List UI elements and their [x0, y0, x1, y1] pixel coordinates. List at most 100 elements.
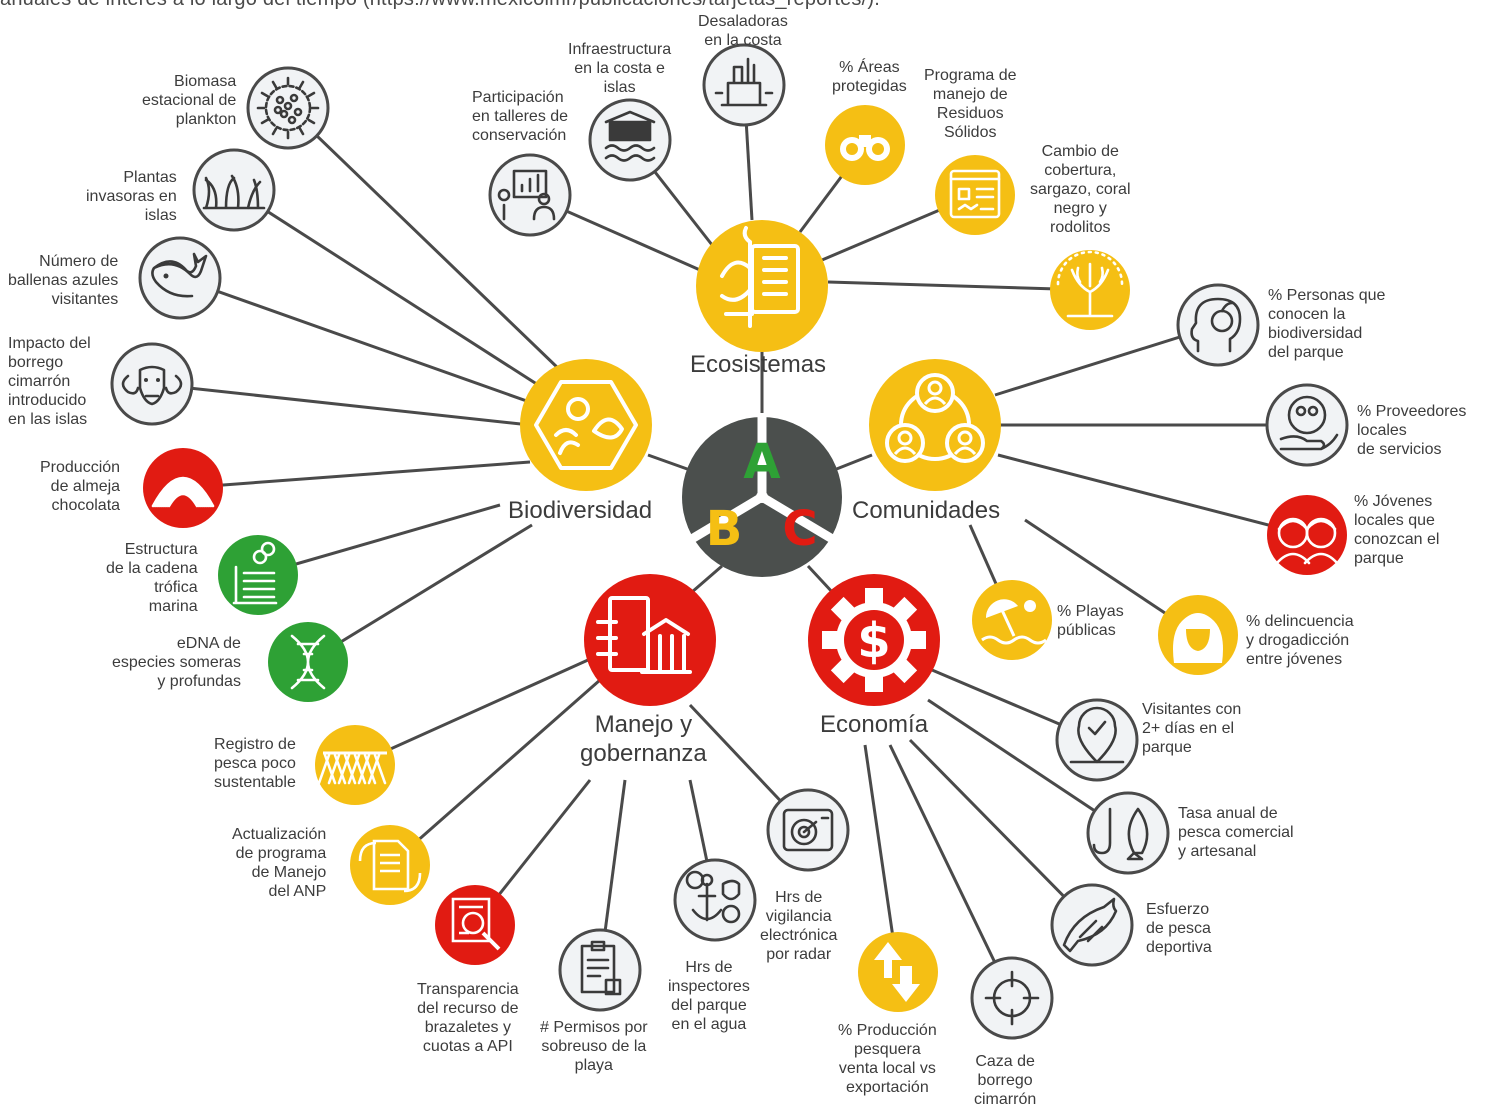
- indicator-label-line: Esfuerzo: [1146, 901, 1210, 918]
- indicator-label-line: # Permisos por: [540, 1019, 648, 1036]
- indicator-label-line: en talleres de: [472, 108, 569, 125]
- coral-tree-icon: [1050, 250, 1130, 330]
- connector-biomasa: [286, 106, 562, 372]
- location-pin-icon: [1055, 698, 1139, 782]
- indicator-label-line: inspectores: [668, 978, 750, 995]
- indicator-label-cobertura: Cambio de cobertura, sargazo, coral negro y…: [1030, 142, 1131, 237]
- indicator-label-line: de almeja: [50, 478, 121, 495]
- indicator-label-line: introducido: [8, 392, 87, 409]
- indicator-label-line: Plantas: [123, 169, 177, 186]
- radar-screen-icon: [766, 788, 850, 872]
- indicator-label-line: Tasa anual de: [1178, 805, 1278, 822]
- indicator-label-line: % Proveedores: [1357, 403, 1467, 420]
- document-search-icon: [435, 885, 515, 965]
- indicator-label-line: pesquera: [854, 1041, 921, 1058]
- indicator-label-line: Cambio de: [1041, 143, 1119, 160]
- biodiversidad-hub-icon: [520, 359, 652, 491]
- indicator-label-line: cobertura,: [1044, 162, 1117, 179]
- indicator-label-line: en la costa e: [574, 60, 665, 77]
- hand-people-icon: [1265, 383, 1349, 467]
- indicator-label-line: del ANP: [268, 883, 327, 900]
- hub-divider: [687, 493, 765, 544]
- indicator-label-line: cuotas a API: [422, 1038, 513, 1055]
- indicator-label-line: negro y: [1053, 200, 1107, 217]
- document-update-icon: [350, 825, 430, 905]
- indicator-label-line: marina: [148, 598, 198, 615]
- indicator-label-line: 2+ días en el: [1142, 720, 1235, 737]
- indicator-label-line: de pesca: [1146, 920, 1211, 937]
- indicator-label-line: de programa: [235, 845, 327, 862]
- indicator-label-line: pesca poco: [214, 755, 296, 772]
- indicator-label-line: playa: [574, 1057, 613, 1074]
- ecosistemas-hub-icon: [696, 220, 828, 352]
- young-people-icon: [1267, 495, 1347, 575]
- indicator-label-line: electrónica: [760, 927, 838, 944]
- indicator-label-line: plankton: [175, 111, 237, 128]
- indicator-label-line: locales que: [1354, 512, 1435, 529]
- indicator-label-line: cimarrón: [8, 373, 71, 390]
- indicator-label-line: cimarrón: [974, 1091, 1037, 1108]
- indicator-label-line: sobreuso de la: [541, 1038, 647, 1055]
- indicator-label-line: y artesanal: [1178, 843, 1257, 860]
- connector-caza: [888, 744, 1014, 999]
- top-caption: anuales de interés a lo largo del tiempo…: [0, 0, 1488, 18]
- indicator-label-permisos: # Permisos por sobreuso de la playa: [540, 1018, 648, 1075]
- indicator-label-line: sargazo, coral: [1030, 181, 1131, 198]
- indicator-label-line: del recurso de: [417, 1000, 519, 1017]
- indicator-label-line: locales: [1357, 422, 1407, 439]
- invasive-plants-icon: [192, 148, 276, 232]
- connector-actualizacion: [389, 678, 601, 867]
- category-label-line: gobernanza: [580, 740, 707, 767]
- indicator-label-line: en la costa: [704, 32, 782, 49]
- indicator-label-line: % Áreas: [839, 59, 900, 76]
- indicator-label-line: Registro de: [214, 736, 296, 753]
- connector-borrego-impacto: [151, 382, 531, 427]
- connector-ballenas: [179, 276, 539, 407]
- indicator-label-line: ballenas azules: [8, 272, 119, 289]
- hub-connector: [647, 453, 691, 472]
- hub-divider: [759, 493, 837, 544]
- indicator-label-line: parque: [1142, 739, 1192, 756]
- indicator-label-line: Producción: [40, 459, 121, 476]
- connector-lines: [151, 84, 1308, 999]
- indicator-label-line: Infraestructura: [568, 41, 672, 58]
- indicator-label-infraestructura: Infraestructura en la costa e islas: [568, 40, 671, 97]
- indicator-label-line: Impacto del: [8, 335, 91, 352]
- coastal-infrastructure-icon: [588, 98, 672, 182]
- category-label-line: Manejo y: [594, 711, 693, 738]
- hub-center-dot: [756, 491, 768, 503]
- indicator-label-line: borrego: [977, 1072, 1033, 1089]
- indicator-label-line: en el agua: [671, 1016, 747, 1033]
- indicator-label-line: Programa de: [924, 67, 1017, 84]
- indicator-label-line: Transparencia: [417, 981, 519, 998]
- indicator-label-line: de Manejo: [251, 864, 327, 881]
- indicator-label-line: pesca comercial: [1178, 824, 1294, 841]
- category-label-comunidades: Comunidades: [852, 497, 1001, 524]
- indicator-label-line: islas: [603, 79, 636, 96]
- hub-connector: [691, 564, 723, 594]
- indicator-label-line: vigilancia: [765, 908, 832, 925]
- category-label-economia: Economía: [820, 711, 929, 738]
- bighorn-sheep-icon: [110, 342, 194, 426]
- head-knowledge-icon: [1176, 283, 1260, 367]
- indicator-label-tasa: Tasa anual de pesca comercial y artesanal: [1178, 804, 1294, 861]
- dna-helix-icon: [268, 622, 348, 702]
- connector-cadena: [257, 503, 501, 577]
- indicator-label-line: públicas: [1057, 622, 1116, 639]
- indicator-label-line: en las islas: [8, 411, 88, 428]
- indicator-label-line: Hrs de: [775, 889, 823, 906]
- indicator-label-line: invasoras en: [86, 188, 177, 205]
- whale-icon: [138, 236, 222, 320]
- indicator-label-line: visitantes: [51, 291, 119, 308]
